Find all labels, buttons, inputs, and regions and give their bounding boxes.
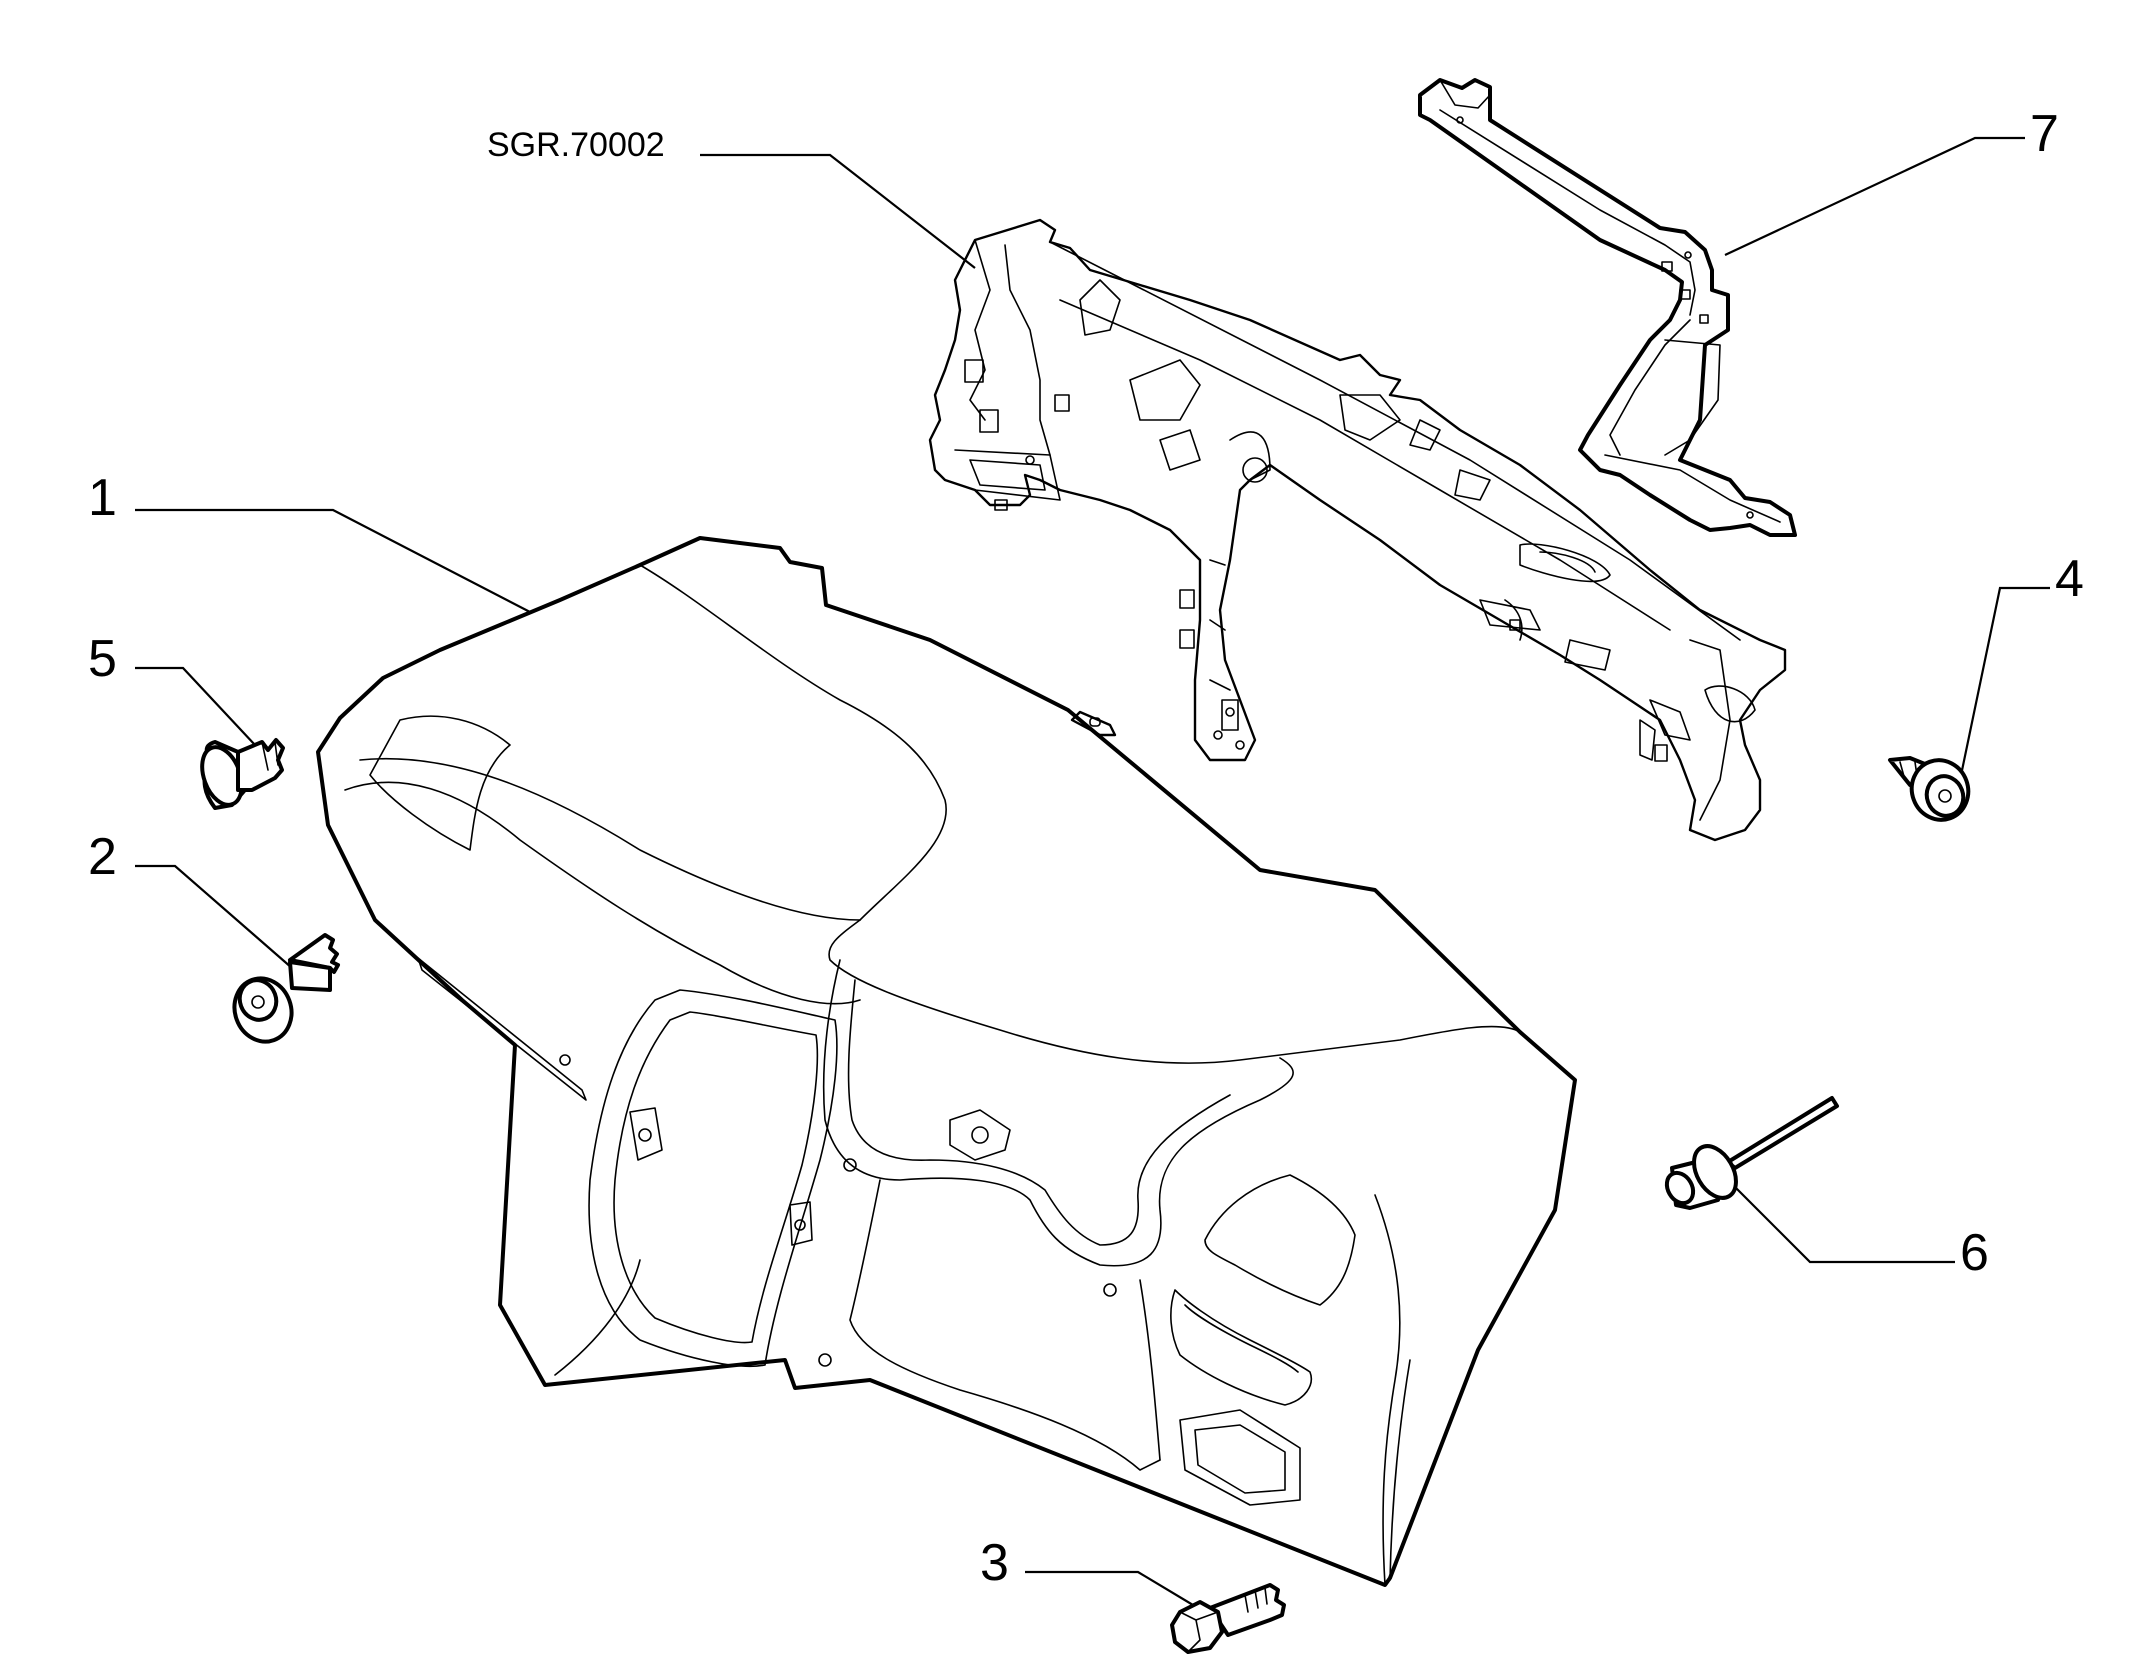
callout-3: 3 (980, 1534, 1009, 1592)
leader-2 (135, 864, 301, 976)
support-bracket-icon (1418, 78, 1797, 537)
blind-rivet-icon (1664, 1096, 1839, 1210)
leader-3 (1025, 1570, 1199, 1609)
reference-label-sgr-70002: SGR.70002 (487, 126, 665, 164)
leader-4 (1958, 586, 2050, 781)
leader-1 (135, 508, 531, 613)
callout-2: 2 (88, 828, 117, 886)
push-clip-icon (200, 738, 285, 810)
leader-7 (1724, 136, 2025, 256)
dashboard-panel-icon (316, 536, 1577, 1587)
flange-bolt-icon (232, 933, 340, 1044)
leader-lines (135, 136, 2050, 1609)
hex-bolt-icon (1170, 1583, 1286, 1654)
callout-5: 5 (88, 630, 117, 688)
callout-1: 1 (88, 469, 117, 527)
callout-7: 7 (2030, 105, 2059, 163)
self-tapping-screw-icon (1888, 756, 1971, 822)
cross-car-beam-icon (928, 218, 1787, 842)
callout-6: 6 (1960, 1224, 1989, 1282)
leader-6 (1734, 1186, 1955, 1264)
leader-5 (135, 666, 256, 746)
leader-sgr (700, 153, 976, 269)
callout-4: 4 (2055, 550, 2084, 608)
